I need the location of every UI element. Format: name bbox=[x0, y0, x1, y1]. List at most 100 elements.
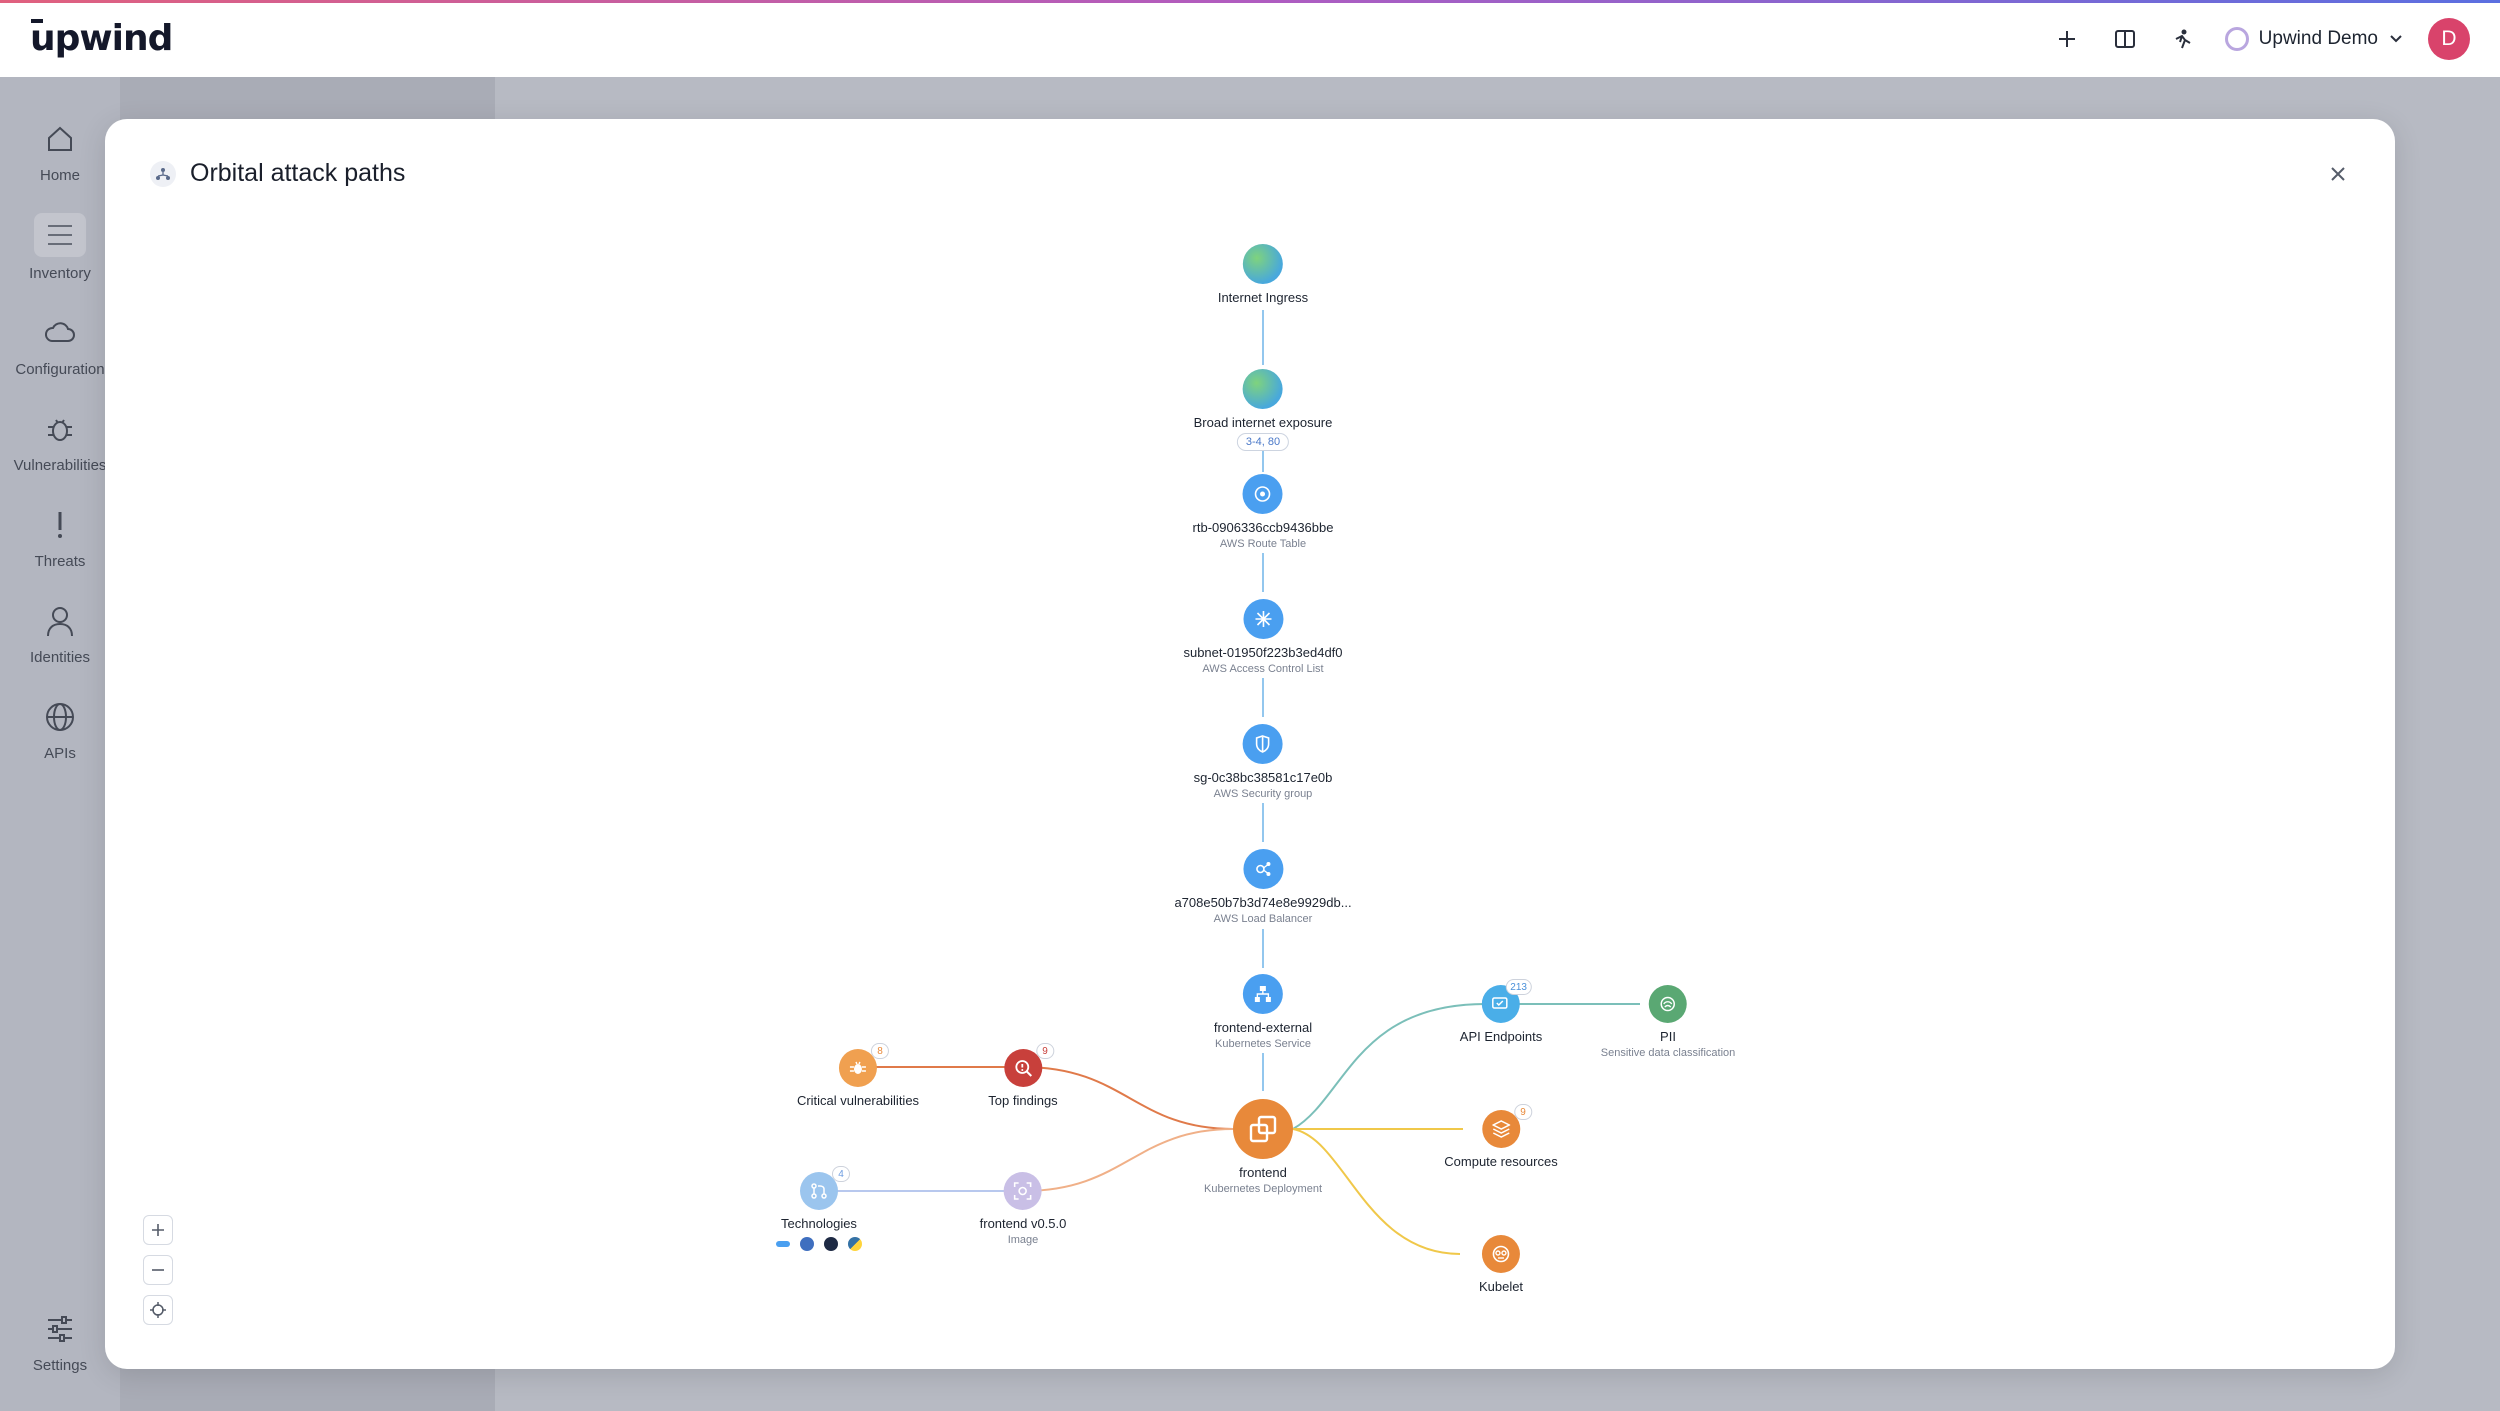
node-label: frontend-external bbox=[1213, 1020, 1313, 1035]
load-balancer-icon bbox=[1243, 849, 1283, 889]
sidebar-item-label: Home bbox=[39, 167, 80, 184]
tech-logo-icon bbox=[776, 1241, 790, 1247]
node-sublabel: Image bbox=[1007, 1234, 1039, 1246]
edge bbox=[1022, 1066, 1234, 1130]
node-sublabel: Kubernetes Service bbox=[1215, 1038, 1311, 1050]
sidebar-item-apis[interactable]: APIs bbox=[0, 697, 120, 762]
close-button[interactable] bbox=[2323, 159, 2353, 189]
count-badge: 4 bbox=[832, 1166, 850, 1182]
edge bbox=[1022, 1128, 1234, 1192]
node-critical-vulnerabilities[interactable]: 8 Critical vulnerabilities bbox=[796, 1043, 920, 1108]
upwind-logo[interactable]: upwind bbox=[30, 18, 173, 59]
node-kubernetes-service[interactable]: frontend-external Kubernetes Service bbox=[1214, 974, 1312, 1050]
node-sublabel: AWS Security group bbox=[1213, 788, 1313, 800]
sliders-icon bbox=[40, 1309, 80, 1349]
node-sublabel: Kubernetes Deployment bbox=[1203, 1183, 1323, 1195]
bug-icon: 8 bbox=[838, 1043, 889, 1087]
sidebar-item-label: Inventory bbox=[29, 265, 91, 282]
minus-icon bbox=[152, 1269, 164, 1271]
globe-icon bbox=[40, 697, 80, 737]
branch-icon: 4 bbox=[800, 1166, 850, 1210]
count-badge: 213 bbox=[1505, 979, 1532, 995]
count-badge: 8 bbox=[870, 1043, 889, 1059]
book-icon[interactable] bbox=[2109, 23, 2141, 55]
node-security-group[interactable]: sg-0c38bc38581c17e0b AWS Security group bbox=[1193, 724, 1333, 800]
user-icon bbox=[40, 601, 80, 641]
node-label: frontend bbox=[1239, 1165, 1287, 1180]
python-icon bbox=[848, 1237, 862, 1251]
node-api-endpoints[interactable]: 213 API Endpoints bbox=[1459, 979, 1543, 1044]
node-label: Kubelet bbox=[1478, 1279, 1524, 1294]
node-label: API Endpoints bbox=[1459, 1029, 1543, 1044]
api-icon: 213 bbox=[1481, 979, 1532, 1023]
node-label: rtb-0906336ccb9436bbe bbox=[1192, 520, 1334, 535]
user-avatar[interactable]: D bbox=[2428, 18, 2470, 60]
logo-mark bbox=[31, 19, 43, 23]
sidebar-item-label: Vulnerabilities bbox=[13, 457, 107, 474]
node-label: Technologies bbox=[781, 1216, 857, 1231]
node-load-balancer[interactable]: a708e50b7b3d74e8e9929db... AWS Load Bala… bbox=[1174, 849, 1352, 925]
sidebar-item-home[interactable]: Home bbox=[0, 119, 120, 184]
node-broad-internet-exposure[interactable]: Broad internet exposure bbox=[1193, 369, 1333, 430]
node-kubelet[interactable]: Kubelet bbox=[1479, 1235, 1523, 1294]
node-sublabel: AWS Access Control List bbox=[1202, 663, 1324, 675]
sidebar-item-identities[interactable]: Identities bbox=[0, 601, 120, 666]
workspace-icon bbox=[2224, 27, 2249, 51]
top-bar: upwind Upwind Demo D bbox=[0, 0, 2500, 77]
hierarchy-icon bbox=[1243, 974, 1283, 1014]
node-label: Compute resources bbox=[1444, 1154, 1558, 1169]
sidebar-item-threats[interactable]: Threats bbox=[0, 505, 120, 570]
node-label: Broad internet exposure bbox=[1193, 415, 1333, 430]
attack-path-icon bbox=[150, 160, 176, 187]
route-table-icon bbox=[1242, 474, 1283, 514]
exclamation-icon bbox=[40, 505, 80, 545]
node-subnet[interactable]: subnet-01950f223b3ed4df0 AWS Access Cont… bbox=[1183, 599, 1343, 675]
node-top-findings[interactable]: 9 Top findings bbox=[988, 1043, 1058, 1108]
top-accent-line bbox=[0, 0, 2500, 3]
plus-icon[interactable] bbox=[2051, 23, 2083, 55]
tech-logo-icon bbox=[824, 1237, 838, 1251]
inventory-icon bbox=[34, 213, 86, 257]
crosshair-icon bbox=[150, 1302, 166, 1318]
sidebar-item-vulnerabilities[interactable]: Vulnerabilities bbox=[0, 409, 120, 474]
globe-icon bbox=[1242, 369, 1283, 409]
node-label: sg-0c38bc38581c17e0b bbox=[1193, 770, 1333, 785]
node-label: a708e50b7b3d74e8e9929db... bbox=[1174, 895, 1352, 910]
image-scan-icon bbox=[1003, 1172, 1042, 1210]
node-sublabel: AWS Load Balancer bbox=[1213, 913, 1313, 925]
sidebar-item-inventory[interactable]: Inventory bbox=[0, 213, 120, 282]
walkthrough-icon[interactable] bbox=[2167, 23, 2199, 55]
modal-title: Orbital attack paths bbox=[190, 159, 406, 187]
globe-icon bbox=[1242, 244, 1283, 284]
node-compute-resources[interactable]: 9 Compute resources bbox=[1444, 1104, 1558, 1169]
zoom-in-button[interactable] bbox=[143, 1215, 173, 1245]
node-route-table[interactable]: rtb-0906336ccb9436bbe AWS Route Table bbox=[1192, 474, 1334, 550]
data-classification-icon bbox=[1648, 985, 1687, 1023]
node-internet-ingress[interactable]: Internet Ingress bbox=[1218, 244, 1308, 305]
node-label: Top findings bbox=[988, 1093, 1058, 1108]
sidebar: Home Inventory Configuration Vulnerabili… bbox=[0, 77, 120, 1411]
sidebar-item-settings[interactable]: Settings bbox=[0, 1309, 120, 1374]
edge bbox=[1292, 1003, 1486, 1130]
kubelet-icon bbox=[1482, 1235, 1520, 1273]
sidebar-item-label: APIs bbox=[44, 745, 76, 762]
node-technologies[interactable]: 4 Technologies bbox=[776, 1166, 862, 1251]
sidebar-item-configuration[interactable]: Configuration bbox=[0, 313, 120, 378]
top-actions: Upwind Demo D bbox=[2051, 18, 2470, 60]
edge bbox=[1292, 1128, 1461, 1255]
deployment-icon bbox=[1232, 1099, 1293, 1159]
zoom-out-button[interactable] bbox=[143, 1255, 173, 1285]
technology-icons bbox=[776, 1237, 862, 1251]
node-label: Critical vulnerabilities bbox=[796, 1093, 920, 1108]
chevron-down-icon bbox=[2390, 30, 2402, 48]
workspace-name: Upwind Demo bbox=[2258, 28, 2378, 49]
sidebar-item-label: Settings bbox=[32, 1357, 88, 1374]
count-badge: 9 bbox=[1513, 1104, 1532, 1120]
recenter-button[interactable] bbox=[143, 1295, 173, 1325]
attack-graph-edges bbox=[819, 310, 1640, 1255]
bug-icon bbox=[40, 409, 80, 449]
node-image[interactable]: frontend v0.5.0 Image bbox=[980, 1172, 1066, 1246]
workspace-switcher[interactable]: Upwind Demo bbox=[2224, 27, 2402, 51]
node-frontend-deployment[interactable]: frontend Kubernetes Deployment bbox=[1204, 1099, 1322, 1195]
node-pii[interactable]: PII Sensitive data classification bbox=[1601, 985, 1735, 1059]
